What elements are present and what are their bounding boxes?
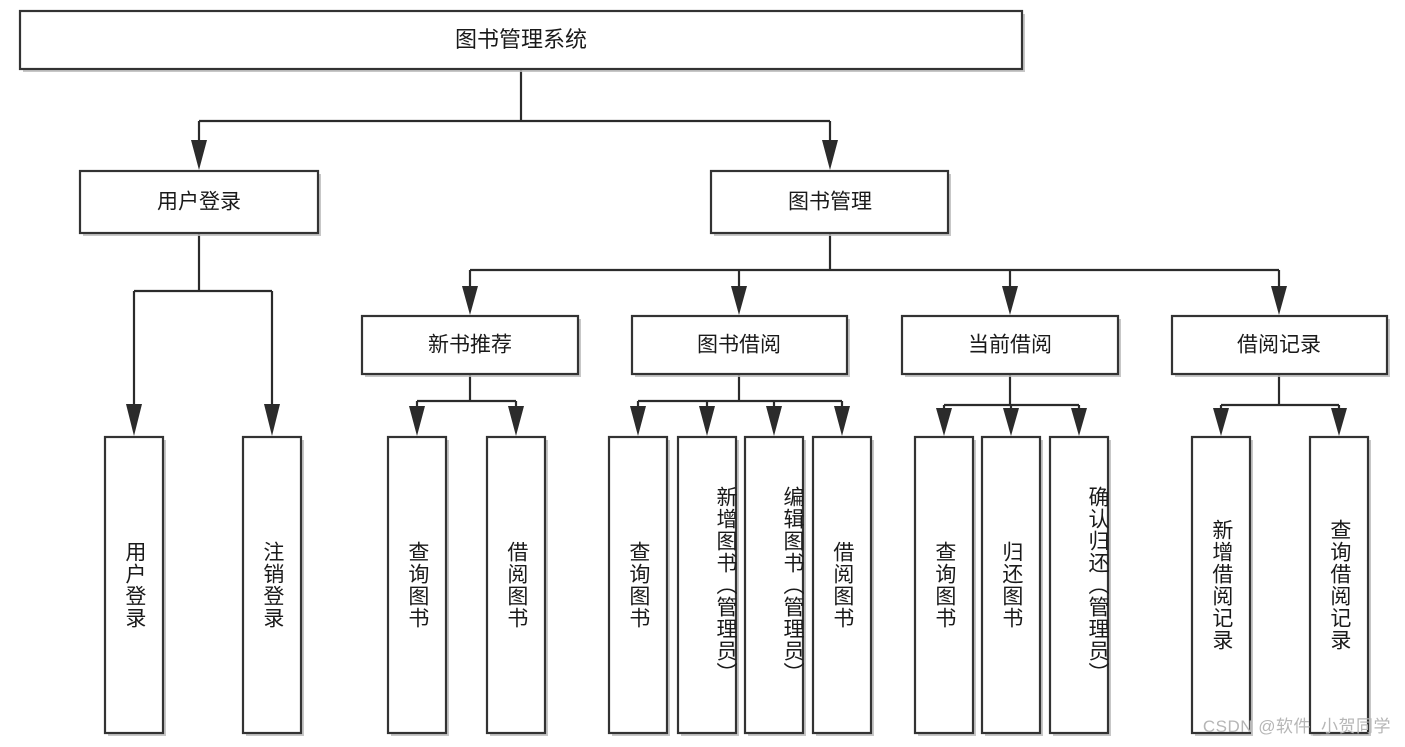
csdn-watermark: CSDN @软件_小贺同学 <box>1202 717 1391 736</box>
arrow-borrow-record <box>1271 286 1287 315</box>
node-current-borrow-label: 当前借阅 <box>968 334 1052 357</box>
leaf-query-book-2-box[interactable] <box>607 435 669 735</box>
node-title-label: 图书管理系统 <box>455 27 587 52</box>
connector-group-current-borrow <box>936 374 1087 436</box>
leaf-boxes <box>103 435 1371 736</box>
arrow-user-login <box>191 140 207 170</box>
leaf-borrow-book-1-box[interactable] <box>485 435 547 735</box>
arrow-book-manage <box>822 140 838 170</box>
node-current-borrow-box[interactable] <box>900 314 1120 376</box>
arrow-new-book-recommend <box>462 286 478 315</box>
leaf-add-record-box[interactable] <box>1190 435 1252 735</box>
node-book-manage[interactable]: 图书管理 <box>709 169 951 236</box>
connector-group-book-borrow <box>630 374 850 436</box>
leaf-query-record-box[interactable] <box>1308 435 1370 735</box>
node-book-borrow[interactable]: 图书借阅 <box>630 314 850 377</box>
arrow-leaf-return-book <box>1003 408 1019 436</box>
node-borrow-record[interactable]: 借阅记录 <box>1170 314 1390 377</box>
node-title-box[interactable] <box>18 9 1024 71</box>
arrow-leaf-borrow-book-1 <box>508 406 524 436</box>
arrow-leaf-query-book-2 <box>630 406 646 436</box>
arrow-leaf-query-book-1 <box>409 406 425 436</box>
node-user-login-label: 用户登录 <box>157 191 241 214</box>
leaf-query-book-3-box[interactable] <box>913 435 975 735</box>
arrow-current-borrow <box>1002 286 1018 315</box>
leaf-add-book-box[interactable] <box>676 435 738 735</box>
arrow-book-borrow <box>731 286 747 315</box>
node-book-manage-box[interactable] <box>709 169 950 235</box>
arrow-leaf-user-login <box>126 404 142 436</box>
node-user-login-box[interactable] <box>78 169 320 235</box>
connector-group-borrow-record <box>1213 374 1347 436</box>
node-book-borrow-label: 图书借阅 <box>697 334 781 357</box>
node-current-borrow[interactable]: 当前借阅 <box>900 314 1121 377</box>
node-new-book-recommend-label: 新书推荐 <box>428 334 512 357</box>
connector-group-root <box>191 69 838 170</box>
arrow-leaf-add-book <box>699 406 715 436</box>
node-new-book-recommend[interactable]: 新书推荐 <box>360 314 581 377</box>
leaf-borrow-book-2-box[interactable] <box>811 435 873 735</box>
leaf-logout-box[interactable] <box>241 435 303 735</box>
node-new-book-recommend-box[interactable] <box>360 314 580 376</box>
leaf-confirm-return-box[interactable] <box>1048 435 1110 735</box>
node-title[interactable]: 图书管理系统 <box>18 9 1025 72</box>
connector-group-new-book-recommend <box>409 374 524 436</box>
leaf-query-book-1-box[interactable] <box>386 435 448 735</box>
node-user-login[interactable]: 用户登录 <box>78 169 321 236</box>
arrow-leaf-edit-book <box>766 406 782 436</box>
leaf-return-book-box[interactable] <box>980 435 1042 735</box>
arrow-leaf-query-book-3 <box>936 408 952 436</box>
leaf-edit-book-box[interactable] <box>743 435 805 735</box>
node-borrow-record-box[interactable] <box>1170 314 1389 376</box>
arrow-leaf-borrow-book-2 <box>834 406 850 436</box>
arrow-leaf-confirm-return <box>1071 408 1087 436</box>
connector-group-user-login <box>126 233 280 436</box>
node-book-manage-label: 图书管理 <box>788 191 872 214</box>
node-book-borrow-box[interactable] <box>630 314 849 376</box>
leaf-user-login-box[interactable] <box>103 435 165 735</box>
arrow-leaf-logout <box>264 404 280 436</box>
node-borrow-record-label: 借阅记录 <box>1237 334 1321 357</box>
connector-group-book-manage <box>462 233 1287 315</box>
arrow-leaf-query-record <box>1331 408 1347 436</box>
arrow-leaf-add-record <box>1213 408 1229 436</box>
